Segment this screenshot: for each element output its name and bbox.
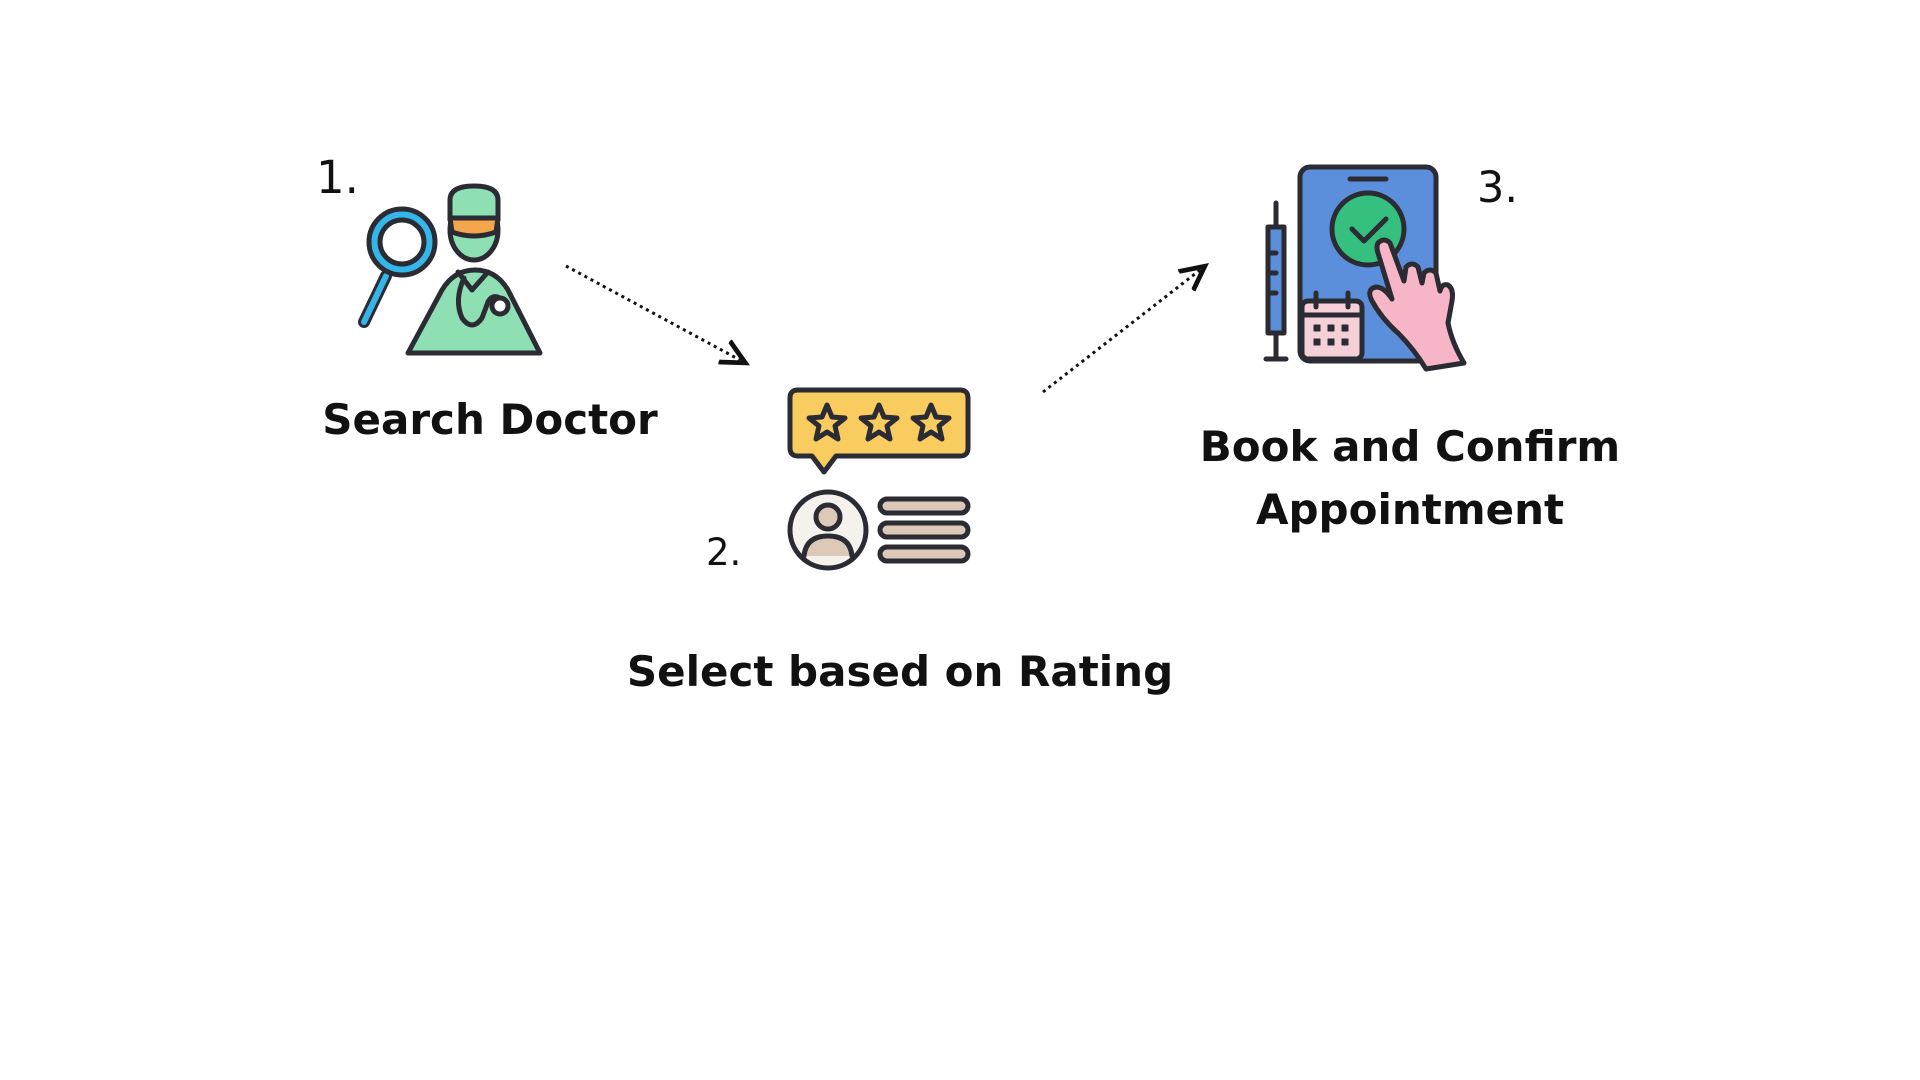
step-1-number: 1.	[316, 151, 359, 204]
rating-review-icon	[787, 387, 971, 571]
step-3-label: Book and Confirm Appointment	[1160, 415, 1660, 541]
booking-confirm-icon	[1263, 164, 1467, 372]
step-3-number: 3.	[1477, 163, 1519, 213]
arrow-step2-to-step3	[1042, 270, 1200, 394]
star-icon	[910, 402, 952, 442]
step-2-label: Select based on Rating	[626, 647, 1174, 696]
step-2-number: 2.	[706, 531, 742, 574]
step-1-label: Search Doctor	[322, 395, 658, 444]
step-3-label-line-1: Book and Confirm	[1199, 422, 1621, 471]
step-3-label-line-2: Appointment	[1255, 485, 1565, 534]
arrow-step1-to-step2	[565, 264, 740, 360]
star-icon	[806, 402, 848, 442]
doctor-search-icon	[358, 183, 543, 356]
star-icon	[858, 402, 900, 442]
